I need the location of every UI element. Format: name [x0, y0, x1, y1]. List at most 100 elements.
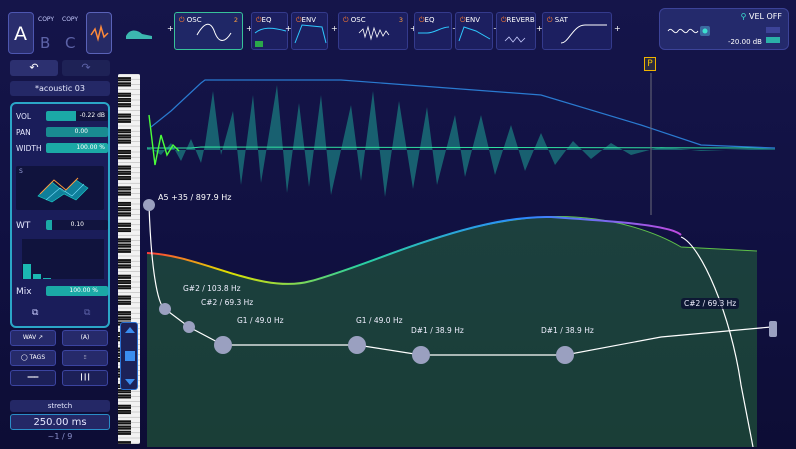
pitch-node[interactable]: [348, 336, 366, 354]
vel-db-value: -20.00 dB: [727, 38, 762, 46]
add-module-icon[interactable]: ++: [331, 24, 344, 33]
slot-c-button[interactable]: C: [65, 34, 76, 52]
tags-label: TAGS: [29, 354, 46, 361]
wav-export-button[interactable]: WAV ↗: [10, 330, 56, 346]
module-reverb[interactable]: ⏻REVERB: [496, 12, 536, 50]
list-button[interactable]: ═══: [10, 370, 56, 386]
root-note-label: A5 +35 / 897.9 Hz: [158, 193, 232, 202]
keyboard-scroll[interactable]: [120, 322, 138, 390]
width-slider[interactable]: 100.00 %: [46, 143, 108, 153]
add-module-icon[interactable]: +: [536, 24, 543, 33]
vel-key-icon: ⚲: [740, 12, 747, 21]
stretch-value[interactable]: 250.00 ms: [10, 414, 110, 430]
vol-slider[interactable]: -0.22 dB: [46, 111, 108, 121]
module-eq-1-name: EQ: [261, 16, 272, 24]
module-sat[interactable]: ⏻ SAT: [542, 12, 612, 50]
copy-button-1[interactable]: COPY: [38, 16, 55, 23]
waveform-editor[interactable]: [141, 55, 791, 448]
pitch-node[interactable]: [143, 199, 155, 211]
module-eq-2[interactable]: ⏻EQ: [414, 12, 452, 50]
module-osc-2-name: OSC: [186, 16, 202, 24]
saturation-curve-icon: [560, 24, 607, 44]
wavetable-3d-icon: [37, 177, 89, 203]
paste-layer-icon[interactable]: ⧉: [84, 308, 91, 318]
pitch-node[interactable]: [159, 303, 171, 315]
wt-label: WT: [16, 221, 31, 231]
pitch-node[interactable]: [556, 346, 574, 364]
grid-button[interactable]: ┃┃┃: [62, 370, 108, 386]
width-value: 100.00 %: [76, 144, 105, 151]
module-env-2-name: ENV: [465, 16, 480, 24]
env-curve-icon: [458, 26, 491, 42]
pan-label: PAN: [16, 128, 31, 137]
module-osc-2[interactable]: ⏻ OSC 2: [174, 12, 243, 50]
copy-layer-icon[interactable]: ⧉: [32, 308, 39, 318]
wavetable-view[interactable]: S: [16, 166, 104, 210]
mix-slider[interactable]: 100.00 %: [46, 286, 108, 296]
module-osc-2-num: 2: [233, 16, 238, 24]
pitch-end-handle[interactable]: [769, 321, 777, 337]
wt-value: 0.10: [70, 221, 84, 228]
note-label-2: C#2 / 69.3 Hz: [201, 298, 254, 307]
sine-icon: [196, 23, 232, 41]
module-env-2[interactable]: ⏻ENV: [455, 12, 493, 50]
module-eq-1[interactable]: ⏻EQ: [251, 12, 288, 50]
slot-a-button[interactable]: A: [8, 12, 34, 54]
layer-panel: VOL -0.22 dB PAN 0.00 WIDTH 100.00 % S W…: [10, 102, 110, 328]
pan-value: 0.00: [74, 128, 88, 135]
eq-curve-icon: [418, 26, 450, 34]
mixer-icon[interactable]: ⫶⫶: [62, 350, 108, 366]
redo-button[interactable]: ↷: [62, 60, 110, 76]
slot-a-label: A: [14, 23, 27, 45]
pitch-node[interactable]: [183, 321, 195, 333]
pitch-envelope-graphic: [143, 199, 777, 448]
tool-buttons: WAV ↗ (A) ◯ TAGS ⫶⫶ ═══ ┃┃┃: [10, 326, 114, 446]
note-label-6: D#1 / 38.9 Hz: [541, 326, 594, 335]
preset-name[interactable]: *acoustic 03: [10, 81, 110, 96]
ab-compare-button[interactable]: (A): [62, 330, 108, 346]
pan-slider[interactable]: 0.00: [46, 127, 108, 137]
eq-curve-icon: [254, 27, 287, 47]
note-label-3: G1 / 49.0 Hz: [237, 316, 284, 325]
add-module-icon[interactable]: +: [285, 24, 292, 33]
harmonic-bars[interactable]: [22, 239, 104, 279]
add-module-icon[interactable]: +: [167, 24, 174, 33]
wt-slider[interactable]: 0.10: [46, 220, 108, 230]
waveform-graphic: [147, 79, 776, 197]
waveform-icon: [90, 24, 109, 42]
add-module-icon[interactable]: +: [614, 24, 621, 33]
wt-s-label: S: [19, 168, 23, 175]
add-module-icon[interactable]: +: [246, 24, 253, 33]
module-reverb-name: REVERB: [506, 16, 535, 24]
stretch-label: stretch: [10, 400, 110, 412]
wav-label: WAV: [22, 334, 37, 341]
wave-mode-button[interactable]: [86, 12, 112, 54]
copy-button-2[interactable]: COPY: [62, 16, 79, 23]
undo-button[interactable]: ↶: [10, 60, 58, 76]
main-editor[interactable]: [141, 55, 791, 448]
pitch-node[interactable]: [214, 336, 232, 354]
module-env-1[interactable]: ⏻ENV: [291, 12, 328, 50]
note-label-4: G1 / 49.0 Hz: [356, 316, 403, 325]
sample-icon[interactable]: [124, 24, 154, 44]
vel-off-label: VEL OFF: [748, 12, 782, 21]
velocity-wave-icon: [667, 26, 780, 43]
slot-b-button[interactable]: B: [40, 34, 51, 52]
history-controls: ↶ ↷: [10, 60, 110, 76]
vol-label: VOL: [16, 112, 32, 121]
add-module-icon[interactable]: +: [410, 24, 417, 33]
note-label-7: C#2 / 69.3 Hz: [681, 298, 740, 309]
module-osc-3[interactable]: ⏻ OSC 3: [338, 12, 408, 50]
playhead-marker[interactable]: P: [644, 57, 656, 71]
tags-button[interactable]: ◯ TAGS: [10, 350, 56, 366]
module-osc-3-name: OSC: [350, 16, 366, 24]
filter-envelope-graphic: [146, 215, 758, 447]
reverb-icon: [504, 36, 526, 43]
module-eq-2-name: EQ: [424, 16, 435, 24]
velocity-panel[interactable]: ⚲ VEL OFF -20.00 dB: [659, 8, 789, 50]
module-osc-3-num: 3: [398, 16, 403, 24]
slot-selector: A COPY COPY B C: [8, 12, 114, 56]
note-label-5: D#1 / 38.9 Hz: [411, 326, 464, 335]
pitch-node[interactable]: [412, 346, 430, 364]
